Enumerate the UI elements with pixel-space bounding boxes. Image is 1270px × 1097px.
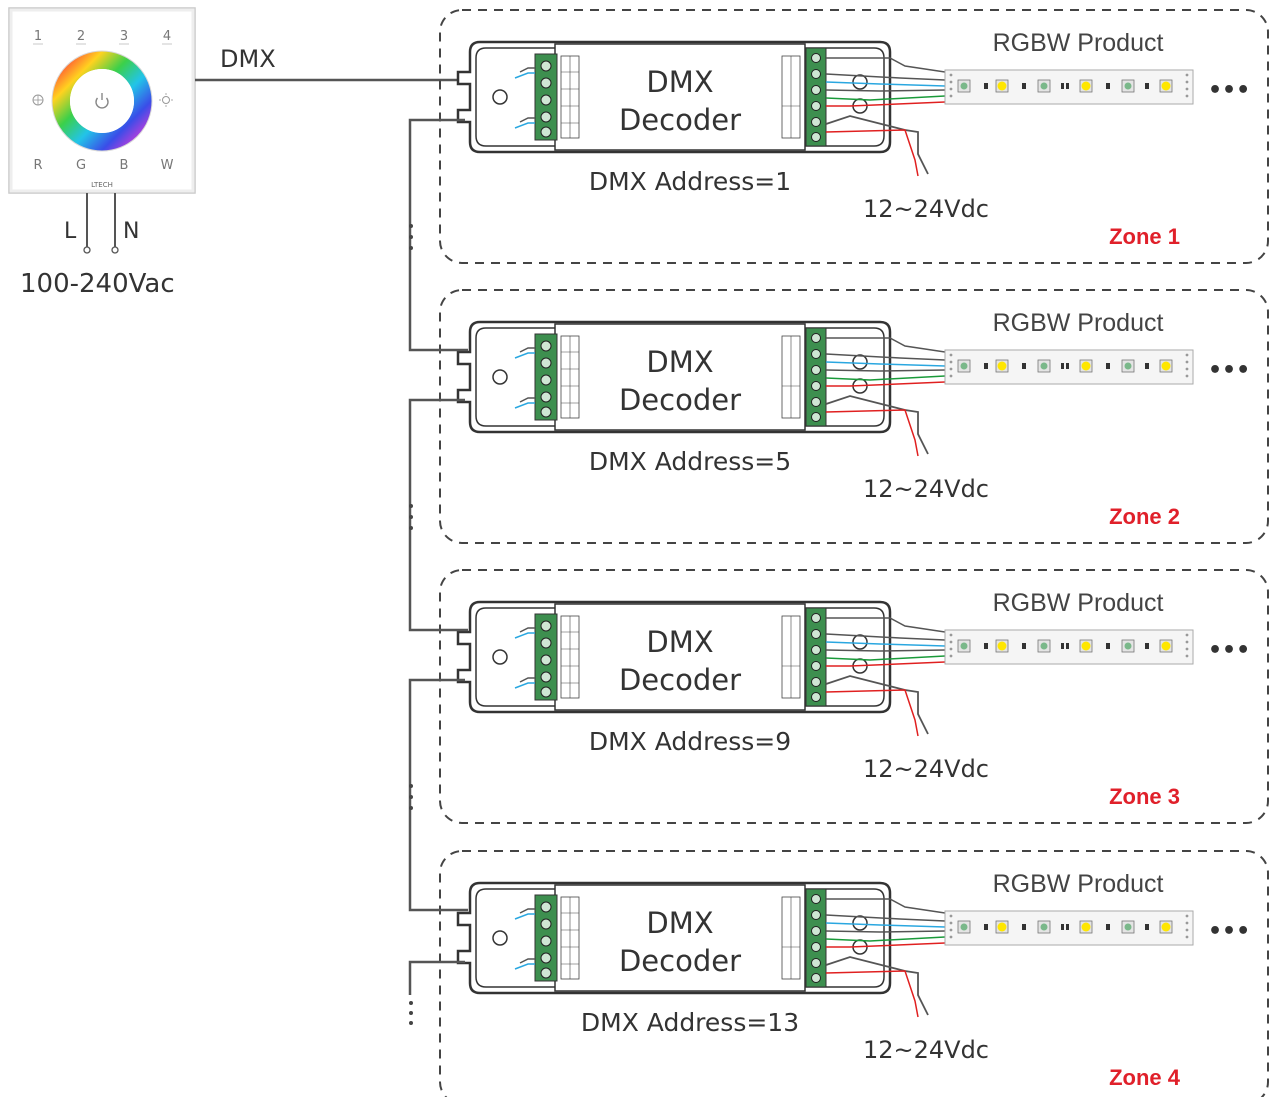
dmx-decoder: DMX Decoder xyxy=(456,881,947,1019)
decoder-title-line1: DMX xyxy=(646,345,713,379)
product-label: RGBW Product xyxy=(993,870,1164,898)
color-key-r: R xyxy=(33,158,42,173)
channel-key-2: 2 xyxy=(77,29,85,44)
zone-label: Zone 2 xyxy=(1109,504,1180,529)
decoder-title-line1: DMX xyxy=(646,906,713,940)
strip-continuation-icon: ••• xyxy=(1208,919,1250,944)
dc-supply-label: 12~24Vdc xyxy=(863,195,989,223)
product-label: RGBW Product xyxy=(993,589,1164,617)
panel-brand: LTECH xyxy=(91,181,113,189)
dc-supply-label: 12~24Vdc xyxy=(863,755,989,783)
channel-key-3: 3 xyxy=(120,29,128,44)
dmx-address-label: DMX Address=1 xyxy=(589,167,791,196)
zone-label: Zone 1 xyxy=(1109,224,1180,249)
mains-input: L N 100-240Vac xyxy=(20,193,175,299)
decoder-title-line1: DMX xyxy=(646,65,713,99)
decoder-title-line2: Decoder xyxy=(619,383,741,417)
color-key-w: W xyxy=(161,158,174,173)
live-label: L xyxy=(64,219,77,244)
channel-key-4: 4 xyxy=(163,29,171,44)
brightness-icon xyxy=(159,93,173,107)
zone-border xyxy=(439,9,1269,264)
dmx-address-label: DMX Address=13 xyxy=(581,1008,799,1037)
strip-continuation-icon: ••• xyxy=(1208,358,1250,383)
product-label: RGBW Product xyxy=(993,309,1164,337)
rgbw-led-strip: ••• xyxy=(944,629,1250,665)
channel-key-1: 1 xyxy=(34,29,42,44)
mode-icon xyxy=(32,94,44,106)
dmx-signal-label: DMX xyxy=(220,45,276,73)
zone-border xyxy=(439,850,1269,1097)
dmx-address-label: DMX Address=9 xyxy=(589,727,791,756)
strip-continuation-icon: ••• xyxy=(1208,638,1250,663)
color-wheel-icon xyxy=(51,50,153,152)
decoder-title-line2: Decoder xyxy=(619,944,741,978)
power-icon xyxy=(95,93,109,109)
neutral-label: N xyxy=(123,219,139,244)
zone-border xyxy=(439,289,1269,544)
dmx-chain-cables xyxy=(408,118,468,995)
dc-supply-label: 12~24Vdc xyxy=(863,1036,989,1064)
rgbw-led-strip: ••• xyxy=(944,910,1250,946)
dmx-decoder: DMX Decoder xyxy=(456,600,947,738)
dc-supply-label: 12~24Vdc xyxy=(863,475,989,503)
product-label: RGBW Product xyxy=(993,29,1164,57)
dmx-signal-line: DMX xyxy=(195,45,463,82)
chain-ellipsis-icons xyxy=(409,224,413,1025)
zone-border xyxy=(439,569,1269,824)
zone-label: Zone 3 xyxy=(1109,784,1180,809)
dmx-decoder: DMX Decoder xyxy=(456,40,947,178)
dmx-decoder: DMX Decoder xyxy=(456,320,947,458)
zone-label: Zone 4 xyxy=(1109,1065,1181,1090)
decoder-title-line1: DMX xyxy=(646,625,713,659)
rgbw-led-strip: ••• xyxy=(944,349,1250,385)
decoder-title-line2: Decoder xyxy=(619,103,741,137)
dmx-address-label: DMX Address=5 xyxy=(589,447,791,476)
mains-voltage-label: 100-240Vac xyxy=(20,269,175,299)
strip-continuation-icon: ••• xyxy=(1208,78,1250,103)
color-key-g: G xyxy=(76,158,86,173)
rgbw-led-strip: ••• xyxy=(944,69,1250,105)
decoder-title-line2: Decoder xyxy=(619,663,741,697)
rgbw-control-panel: 1 2 3 4 R G B W LTECH xyxy=(8,7,196,194)
color-key-b: B xyxy=(120,158,129,173)
